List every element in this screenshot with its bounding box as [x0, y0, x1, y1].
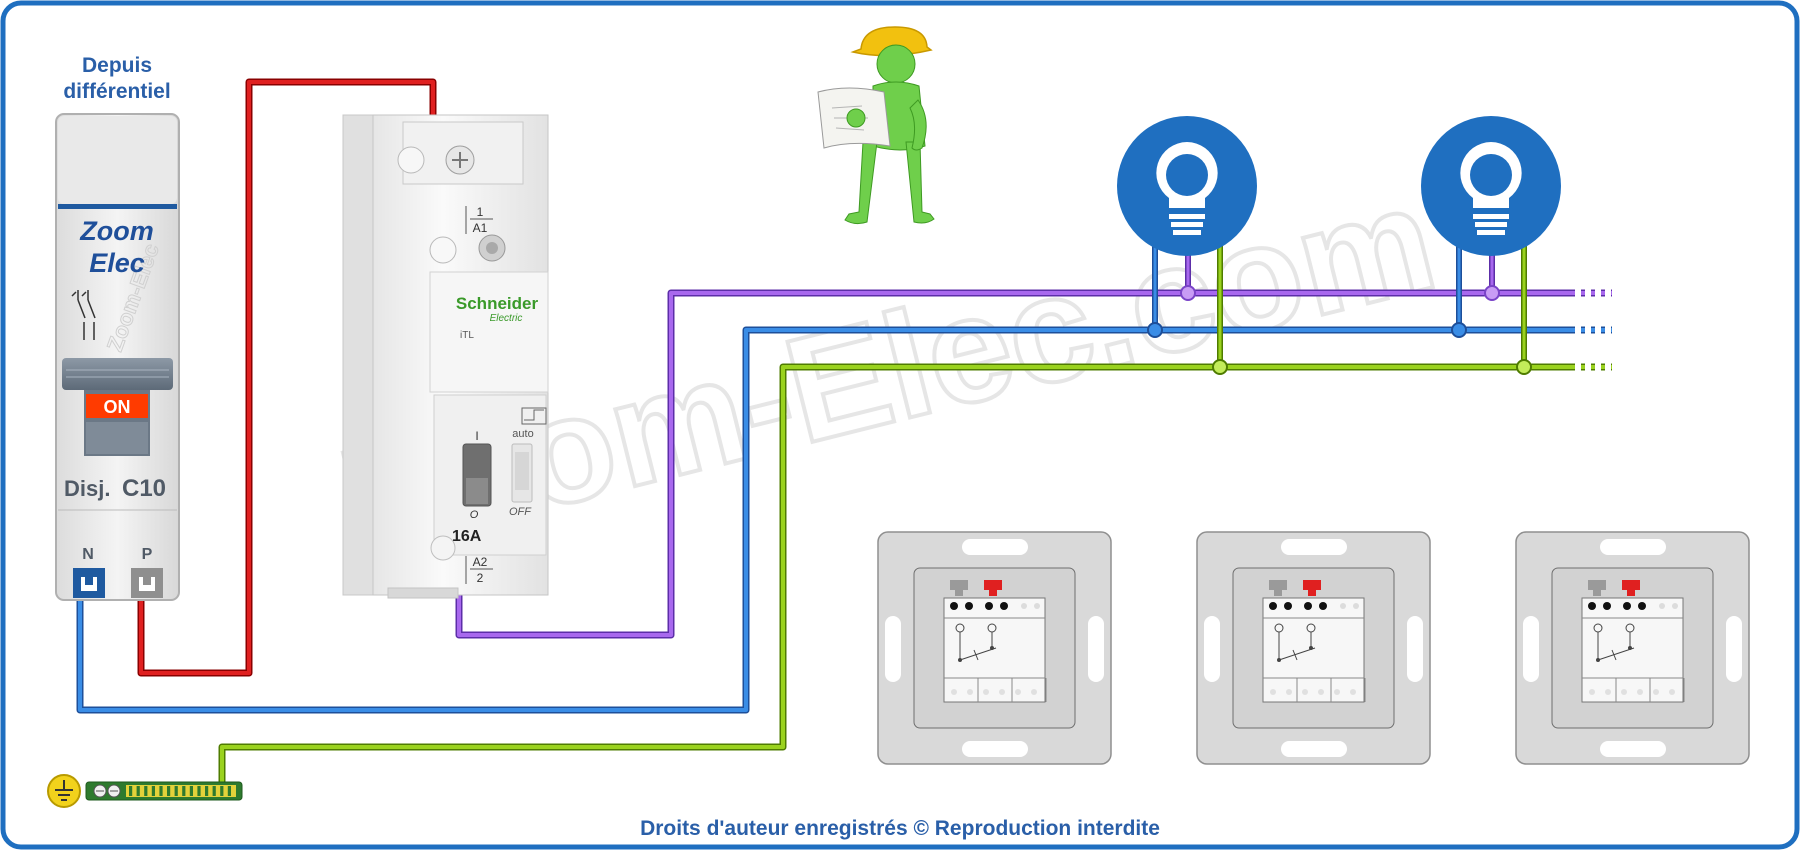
relay-impulse-symbol-icon: [521, 407, 547, 425]
lamp-1: [1117, 116, 1257, 256]
earth-terminal-bar: [47, 774, 243, 808]
relay-terminal-bottom-label: A2: [473, 555, 488, 569]
breaker-toggle-housing: [62, 358, 173, 390]
breaker-type-prefix: Disj.: [64, 476, 110, 501]
push-button-1[interactable]: [877, 531, 1112, 765]
relay-brand: Schneider: [456, 294, 539, 313]
breaker-on-label: ON: [104, 397, 131, 417]
source-label-line2: différentiel: [63, 80, 170, 103]
breaker-brand-line1: Zoom: [79, 216, 154, 246]
breaker-terminal-n-label: N: [82, 546, 94, 563]
breaker-brand-line2: Elec: [89, 248, 145, 278]
breaker-on-indicator: [86, 394, 148, 418]
breaker-rating: C10: [122, 475, 166, 502]
relay-model: iTL: [460, 330, 474, 341]
relay-brand-sub: Electric: [490, 313, 523, 324]
lamp-2: [1421, 116, 1561, 256]
relay-terminal-top-number: 1: [477, 205, 484, 219]
relay-switch-off-label: O: [470, 509, 479, 521]
push-button-2[interactable]: [1196, 531, 1431, 765]
breaker-terminal-p-label: P: [142, 546, 153, 563]
copyright-footer: Droits d'auteur enregistrés © Reproducti…: [640, 817, 1160, 840]
relay-mode-off-label: OFF: [509, 506, 532, 518]
push-button-3[interactable]: [1515, 531, 1750, 765]
relay-switch-on-label: I: [475, 429, 478, 443]
relay-terminal-bottom-number: 2: [477, 571, 484, 585]
relay-terminal-top-label: A1: [473, 221, 488, 235]
source-label-line1: Depuis: [82, 54, 152, 77]
impulse-relay: 1 A1 Schneider Electric iTL I auto O OFF…: [342, 114, 549, 599]
circuit-breaker: Zoom-Elec Zoom Elec ON Disj. C10 N P: [55, 113, 180, 601]
relay-mode-auto-label: auto: [512, 428, 533, 440]
wires: [76, 78, 1612, 782]
relay-rating: 16A: [452, 528, 482, 545]
worker-figure-icon: [817, 26, 935, 225]
breaker-symbol-icon: [71, 290, 96, 340]
